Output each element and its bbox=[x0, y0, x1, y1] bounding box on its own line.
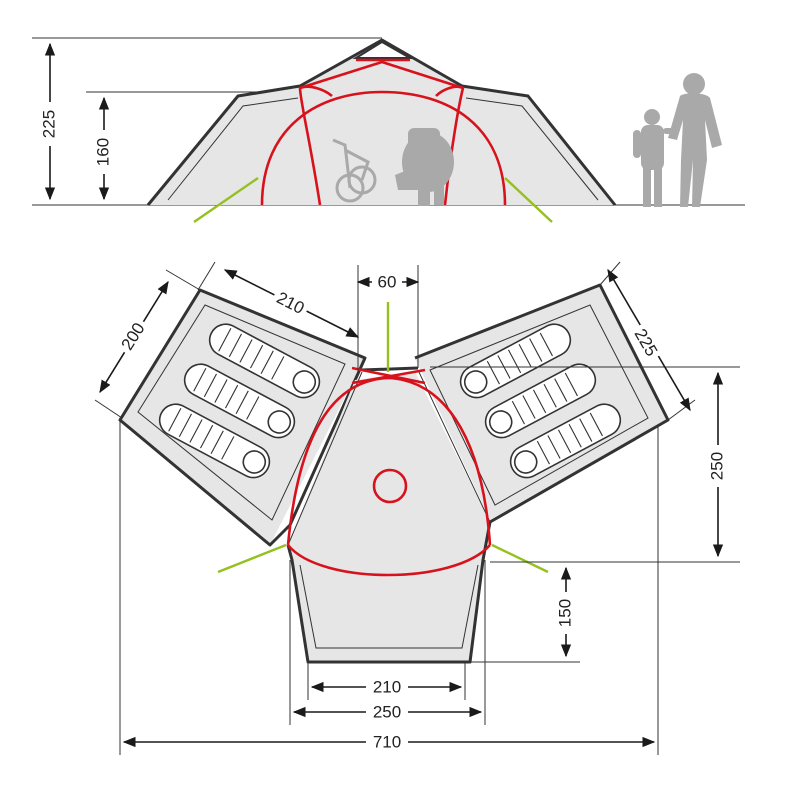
center-hub-walls bbox=[287, 369, 491, 546]
center-hub-circle bbox=[372, 468, 408, 504]
bicycle-icon bbox=[332, 138, 377, 203]
tent-body-outline bbox=[146, 38, 617, 206]
sleeping-bag bbox=[459, 323, 572, 399]
center-hub-outline bbox=[286, 366, 492, 664]
sleeping-bag bbox=[208, 323, 321, 399]
sleeping-bag bbox=[158, 403, 271, 479]
tent-inner-outline bbox=[167, 97, 599, 201]
right-cabin bbox=[414, 283, 670, 524]
adult-icon bbox=[668, 73, 722, 207]
guyline-left bbox=[193, 177, 259, 223]
sleeping-bag bbox=[484, 363, 597, 439]
sleeping-bag bbox=[183, 363, 296, 439]
dim-210-vestibule-label: 210 bbox=[373, 677, 401, 696]
child-icon bbox=[633, 109, 677, 207]
guyline-right bbox=[504, 177, 553, 223]
dim-225-label: 225 bbox=[39, 110, 58, 138]
pole-ridge bbox=[299, 60, 464, 90]
left-cabin-outline bbox=[118, 288, 367, 547]
sleeping-bag bbox=[509, 403, 622, 479]
dim-160-label: 160 bbox=[93, 138, 112, 166]
floor-plan: 210 200 60 225 250 150 210 250 710 bbox=[94, 261, 740, 755]
dim-250-horizontal-label: 250 bbox=[373, 702, 401, 721]
pole-arch-lower bbox=[286, 544, 491, 577]
dim-60-label: 60 bbox=[378, 272, 397, 291]
side-view: 225 160 bbox=[32, 37, 745, 223]
dim-250-vertical-label: 250 bbox=[707, 452, 726, 480]
pole-arch-main bbox=[286, 376, 492, 546]
tent-peak bbox=[352, 40, 414, 59]
pole-center-arch bbox=[260, 90, 507, 206]
dim-150-label: 150 bbox=[555, 599, 574, 627]
left-cabin bbox=[118, 288, 367, 547]
pole-cross-right bbox=[351, 366, 426, 385]
center-hub-fill bbox=[288, 372, 490, 662]
backpacker-icon bbox=[395, 128, 454, 206]
guyline-plan-left bbox=[217, 543, 287, 574]
right-cabin-inner bbox=[429, 304, 649, 506]
pole-left-arch bbox=[298, 85, 333, 206]
center-hub-inner bbox=[299, 564, 479, 649]
guyline-plan-right bbox=[491, 543, 549, 574]
center-hub bbox=[286, 366, 492, 664]
dim-710-label: 710 bbox=[373, 732, 401, 751]
